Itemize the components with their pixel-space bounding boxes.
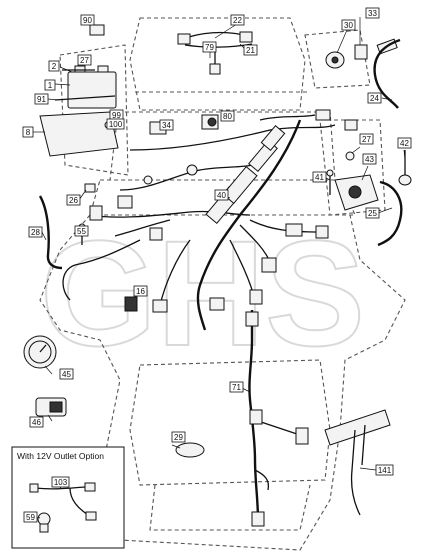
svg-text:46: 46 — [32, 418, 41, 427]
part-90 — [89, 24, 105, 36]
part-46 — [35, 397, 67, 417]
svg-text:99: 99 — [112, 111, 121, 120]
cable-24 — [373, 38, 401, 109]
callout-80: 80 — [220, 110, 235, 122]
callout-28: 28 — [28, 226, 43, 238]
svg-text:80: 80 — [223, 112, 232, 121]
callout-103: 103 — [51, 476, 70, 488]
callout-27a: 27 — [77, 54, 92, 66]
part-29 — [175, 442, 205, 458]
cable-28 — [38, 195, 63, 270]
svg-text:27: 27 — [362, 135, 371, 144]
callout-27b: 27 — [359, 133, 374, 145]
svg-text:1: 1 — [48, 81, 53, 90]
svg-text:8: 8 — [26, 128, 31, 137]
part-26 — [84, 183, 96, 193]
svg-text:22: 22 — [233, 16, 242, 25]
watermark: GHS — [40, 209, 365, 377]
inset-title: With 12V Outlet Option — [17, 451, 104, 461]
outlet-option-inset: With 12V Outlet Option — [11, 446, 125, 549]
battery-assembly — [39, 65, 119, 157]
svg-text:41: 41 — [315, 173, 324, 182]
svg-text:43: 43 — [365, 155, 374, 164]
svg-text:59: 59 — [26, 513, 35, 522]
callout-46: 46 — [29, 416, 44, 428]
bolt-41 — [326, 169, 334, 195]
top-harness — [177, 31, 253, 75]
rear-harness — [245, 310, 309, 527]
svg-text:16: 16 — [136, 287, 145, 296]
callout-71: 71 — [229, 381, 244, 393]
callout-141: 141 — [375, 464, 394, 476]
callout-90: 90 — [80, 14, 95, 26]
svg-text:30: 30 — [344, 21, 353, 30]
svg-text:100: 100 — [109, 120, 123, 129]
callout-100: 100 — [106, 118, 125, 130]
svg-text:27: 27 — [80, 56, 89, 65]
svg-text:21: 21 — [246, 46, 255, 55]
part-42 — [398, 150, 412, 186]
callout-40: 40 — [214, 189, 229, 201]
callout-2: 2 — [48, 60, 60, 72]
svg-text:28: 28 — [31, 228, 40, 237]
part-141 — [324, 409, 391, 516]
svg-text:40: 40 — [217, 191, 226, 200]
callout-16: 16 — [133, 285, 148, 297]
svg-text:55: 55 — [77, 227, 86, 236]
solenoid-43 — [334, 174, 379, 211]
svg-text:34: 34 — [162, 121, 171, 130]
callouts: 90 22 79 21 30 33 2 27 1 91 99 100 8 24 … — [22, 7, 412, 523]
callout-22: 22 — [230, 14, 245, 26]
callout-43: 43 — [362, 153, 377, 165]
callout-30: 30 — [341, 19, 356, 31]
svg-text:26: 26 — [69, 196, 78, 205]
svg-text:91: 91 — [37, 95, 46, 104]
svg-text:24: 24 — [370, 94, 379, 103]
svg-text:90: 90 — [83, 16, 92, 25]
part-27 — [345, 151, 355, 161]
svg-text:71: 71 — [232, 383, 241, 392]
callout-41: 41 — [312, 171, 327, 183]
svg-text:33: 33 — [368, 9, 377, 18]
svg-text:79: 79 — [205, 43, 214, 52]
callout-26: 26 — [66, 194, 81, 206]
svg-text:29: 29 — [174, 433, 183, 442]
svg-text:141: 141 — [378, 466, 392, 475]
callout-99: 99 — [109, 109, 124, 121]
callout-21: 21 — [243, 44, 258, 56]
callout-45: 45 — [59, 368, 74, 380]
callout-25: 25 — [365, 207, 380, 219]
callout-79: 79 — [202, 41, 217, 53]
part-80 — [201, 114, 219, 130]
callout-29: 29 — [171, 431, 186, 443]
svg-text:45: 45 — [62, 370, 71, 379]
ignition-switch — [325, 38, 398, 69]
callout-34: 34 — [159, 119, 174, 131]
callout-42: 42 — [397, 137, 412, 149]
svg-text:25: 25 — [368, 209, 377, 218]
callout-55: 55 — [74, 225, 89, 237]
callout-33: 33 — [365, 7, 380, 19]
cable-25 — [377, 180, 403, 247]
leader-lines — [33, 17, 406, 519]
svg-text:2: 2 — [52, 62, 57, 71]
wiring-harness — [62, 109, 358, 331]
hour-meter-45 — [23, 335, 57, 369]
callout-91: 91 — [34, 93, 49, 105]
svg-text:103: 103 — [54, 478, 68, 487]
callout-59: 59 — [23, 511, 38, 523]
callout-24: 24 — [367, 92, 382, 104]
callout-1: 1 — [44, 79, 56, 91]
switch-16 — [124, 296, 138, 312]
callout-8: 8 — [22, 126, 34, 138]
svg-text:42: 42 — [400, 139, 409, 148]
